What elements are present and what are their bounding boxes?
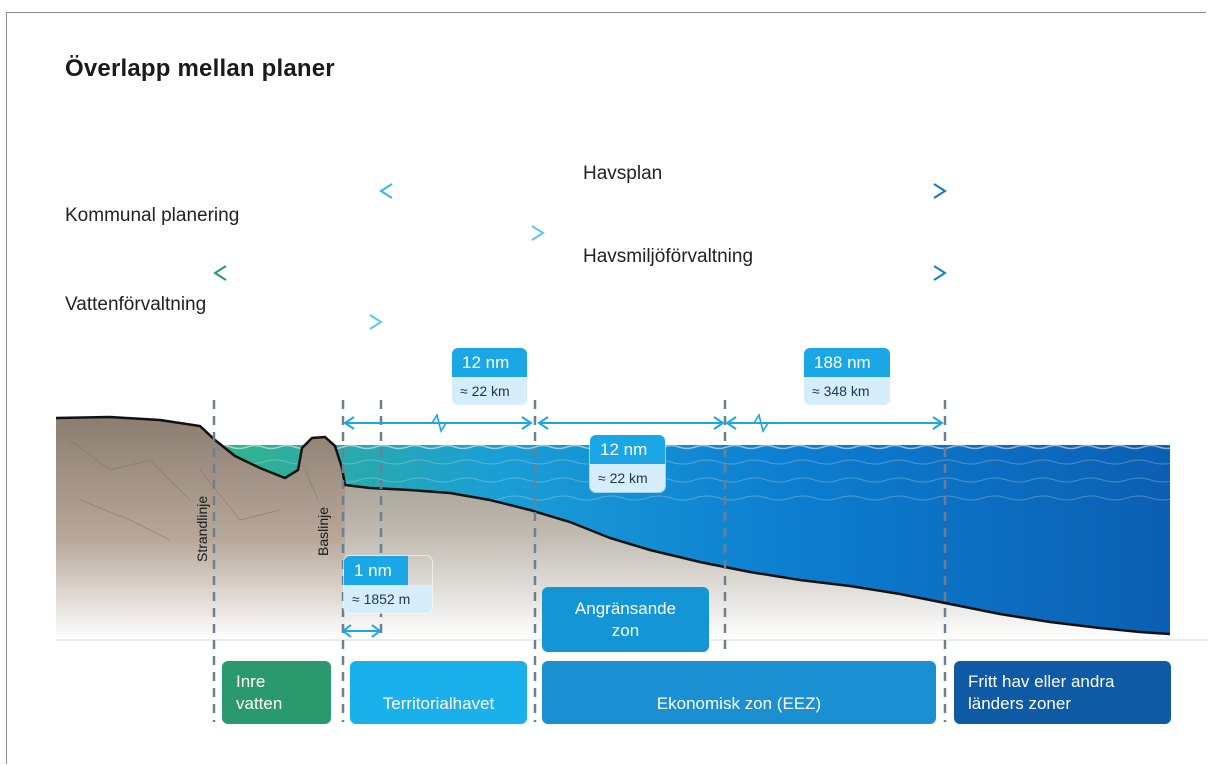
- rock-left: [56, 417, 345, 640]
- contiguous-km: ≈ 22 km: [590, 464, 665, 492]
- baslinje-label: Baslinje: [315, 506, 331, 556]
- havsmiljo-arrow: [213, 265, 947, 281]
- coastline: [55, 415, 1171, 636]
- one-nm-km: ≈ 1852 m: [344, 585, 432, 613]
- territorialhavet-box: Territorialhavet: [350, 661, 527, 724]
- vattenforvaltning-label: Vattenförvaltning: [65, 294, 207, 315]
- boundary-lines: [212, 400, 947, 722]
- angransande-zon-box: Angränsande zon: [542, 587, 709, 652]
- havsplan-arrow: [379, 183, 947, 199]
- eez-distance-badge: 188 nm ≈ 348 km: [804, 348, 890, 405]
- angransande-zon-label: Angränsande zon: [574, 599, 677, 640]
- havsplan-label: Havsplan: [583, 163, 663, 184]
- territorial-distance-badge: 12 nm ≈ 22 km: [452, 348, 527, 405]
- distance-arrows: [341, 412, 944, 638]
- one-nm-distance-badge: 1 nm ≈ 1852 m: [344, 556, 432, 613]
- havsmiljoforvaltning-label: Havsmiljöförvaltning: [583, 246, 754, 267]
- inre-vatten-box: Inre vatten: [222, 661, 331, 724]
- eez-km: ≈ 348 km: [804, 377, 890, 405]
- ekonomisk-zon-label: Ekonomisk zon (EEZ): [656, 693, 822, 713]
- eez-nm: 188 nm: [804, 348, 890, 377]
- territorialhavet-label: Territorialhavet: [382, 693, 495, 713]
- inre-vatten-label: Inre vatten: [236, 672, 283, 713]
- territorial-km: ≈ 22 km: [452, 377, 527, 405]
- sea-surface: [214, 444, 1176, 450]
- fritt-hav-label: Fritt hav eller andra länders zoner: [968, 672, 1115, 713]
- vatten-arrow: [56, 314, 383, 330]
- kommunal-planering-label: Kommunal planering: [65, 205, 240, 226]
- ekonomisk-zon-box: Ekonomisk zon (EEZ): [542, 661, 936, 724]
- fritt-hav-box: Fritt hav eller andra länders zoner: [954, 661, 1171, 724]
- territorial-nm: 12 nm: [452, 348, 527, 377]
- page-title: Överlapp mellan planer: [65, 55, 335, 82]
- figure-frame: [6, 12, 1206, 764]
- kommunal-arrow: [56, 225, 545, 241]
- strandlinje-label: Strandlinje: [194, 495, 210, 562]
- contiguous-nm: 12 nm: [590, 435, 665, 464]
- one-nm-nm: 1 nm: [344, 556, 408, 585]
- contiguous-distance-badge: 12 nm ≈ 22 km: [590, 435, 665, 492]
